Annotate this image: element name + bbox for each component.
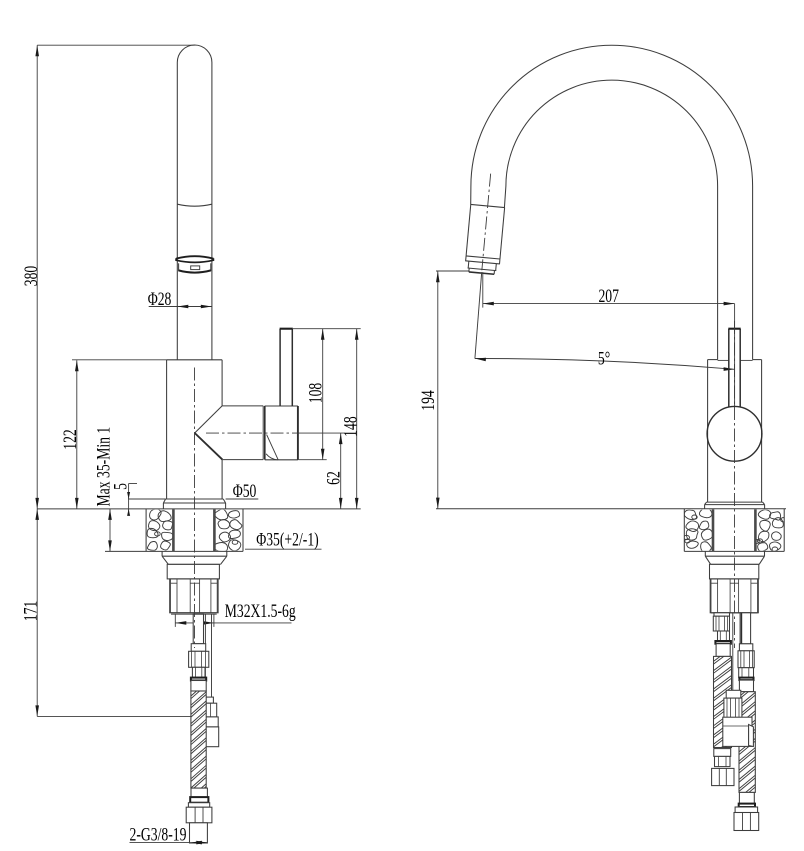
- svg-text:380: 380: [20, 266, 42, 287]
- svg-text:Max 35-Min 1: Max 35-Min 1: [92, 427, 114, 507]
- svg-text:5°: 5°: [598, 347, 610, 369]
- svg-text:Φ35(+2/-1): Φ35(+2/-1): [256, 528, 319, 550]
- svg-text:Φ50: Φ50: [233, 480, 257, 502]
- svg-text:194: 194: [417, 390, 439, 411]
- svg-text:207: 207: [598, 285, 619, 307]
- svg-text:108: 108: [304, 383, 326, 404]
- svg-text:62: 62: [322, 471, 344, 485]
- svg-text:5: 5: [109, 483, 131, 490]
- svg-text:148: 148: [339, 416, 361, 437]
- svg-text:M32X1.5-6g: M32X1.5-6g: [225, 600, 296, 622]
- svg-text:2-G3/8-19: 2-G3/8-19: [130, 823, 187, 845]
- svg-text:122: 122: [59, 429, 81, 450]
- svg-text:Φ28: Φ28: [148, 288, 172, 310]
- svg-text:171: 171: [19, 601, 41, 622]
